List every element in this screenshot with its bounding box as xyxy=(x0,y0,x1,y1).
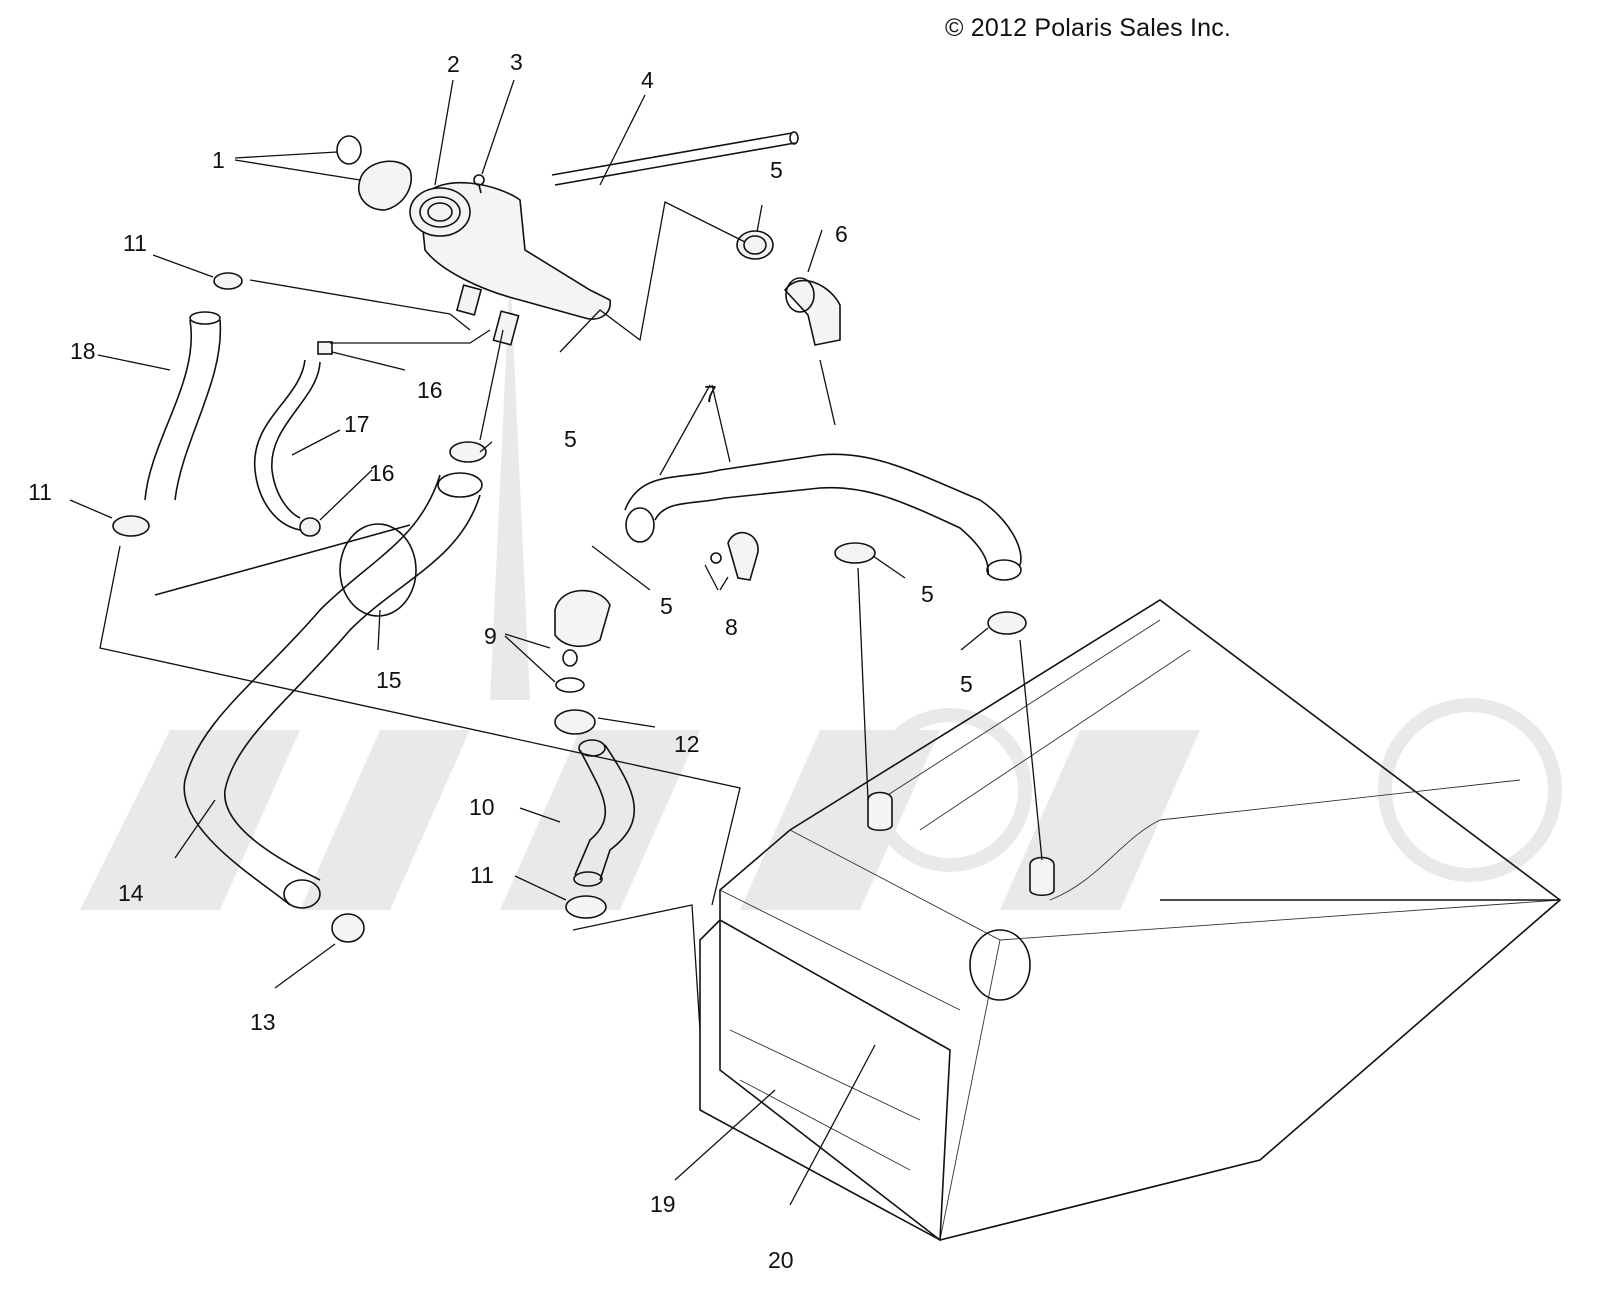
callout-2: 2 xyxy=(447,51,460,77)
copyright-notice: © 2012 Polaris Sales Inc. xyxy=(945,14,1232,42)
callout-6: 6 xyxy=(835,221,848,247)
radiator-hose-14 xyxy=(183,472,483,909)
thermostat-housing xyxy=(554,589,611,693)
callout-7: 7 xyxy=(704,381,717,407)
screw xyxy=(473,174,485,194)
callout-5-thermostat: 5 xyxy=(660,593,673,619)
hose-clamp-13 xyxy=(331,913,365,943)
callout-13: 13 xyxy=(250,1009,276,1035)
tie-strap xyxy=(154,523,417,617)
callout-20: 20 xyxy=(768,1247,794,1273)
hose-18 xyxy=(144,311,222,501)
callout-4: 4 xyxy=(641,67,654,93)
coolant-bottle xyxy=(409,181,611,346)
callout-5-right: 5 xyxy=(921,581,934,607)
hose-clamp-5-small xyxy=(449,441,487,463)
hose-clamp-12 xyxy=(554,709,596,735)
callout-11-lower: 11 xyxy=(470,862,494,888)
leader-lines xyxy=(69,79,1043,1206)
callout-11-upper: 11 xyxy=(123,230,147,256)
plug-16-lower xyxy=(299,517,321,537)
callout-12: 12 xyxy=(674,731,700,757)
callout-14: 14 xyxy=(118,880,144,906)
hose-clamp-right-1 xyxy=(834,542,876,564)
callout-10: 10 xyxy=(469,794,495,820)
main-coolant-hose xyxy=(624,453,1022,581)
callout-16-lower: 16 xyxy=(369,460,395,486)
hose-clamp-upper xyxy=(736,230,774,260)
callout-8: 8 xyxy=(725,614,738,640)
callout-16-upper: 16 xyxy=(417,377,443,403)
callout-5-far-right: 5 xyxy=(960,671,973,697)
radiator-cap xyxy=(336,135,412,211)
plug-16-upper xyxy=(317,341,333,355)
callout-1: 1 xyxy=(212,147,225,173)
hose-clamp-11-upper xyxy=(213,272,243,290)
bleed-hose-17 xyxy=(253,359,321,531)
callout-9: 9 xyxy=(484,623,497,649)
elbow-hose xyxy=(783,277,841,346)
hose-bracket xyxy=(710,531,759,581)
callout-5-middle: 5 xyxy=(564,426,577,452)
callout-5-upper: 5 xyxy=(770,157,783,183)
callout-labels: 1 2 3 4 5 5 5 5 5 6 7 8 9 10 11 11 11 12… xyxy=(28,49,973,1273)
hose-clamp-right-2 xyxy=(987,611,1027,635)
watermark xyxy=(80,270,1562,910)
callout-19: 19 xyxy=(650,1191,676,1217)
overflow-tube xyxy=(551,131,799,186)
callout-11-left: 11 xyxy=(28,479,52,505)
hose-clamp-11-left xyxy=(112,515,150,537)
hose-clamp-11-lower xyxy=(565,895,607,919)
callout-17: 17 xyxy=(344,411,370,437)
callout-3: 3 xyxy=(510,49,523,75)
callout-15: 15 xyxy=(376,667,402,693)
chassis-frame xyxy=(699,599,1562,1242)
callout-18: 18 xyxy=(70,338,96,364)
